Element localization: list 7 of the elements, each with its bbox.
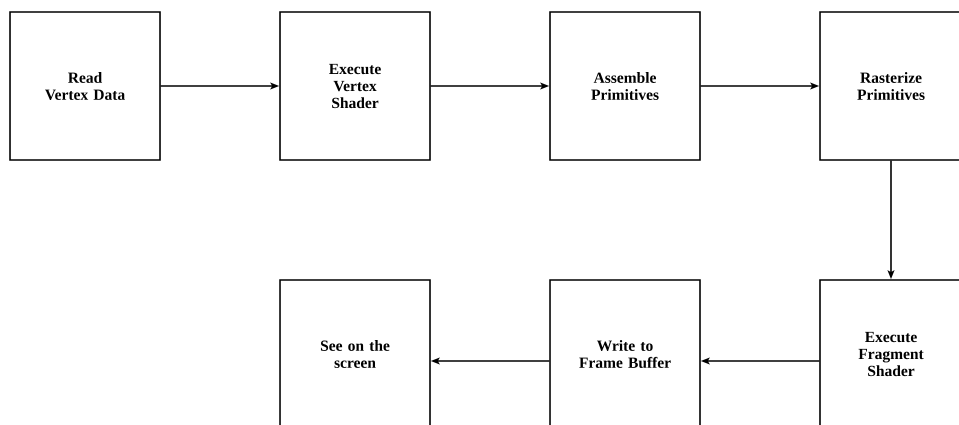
process-box: Write to Frame Buffer — [549, 279, 701, 425]
process-box: Assemble Primitives — [549, 11, 701, 161]
process-box: Execute Vertex Shader — [279, 11, 431, 161]
process-box: Read Vertex Data — [9, 11, 161, 161]
process-box: See on the screen — [279, 279, 431, 425]
process-box: Rasterize Primitives — [819, 11, 959, 161]
process-box: Execute Fragment Shader — [819, 279, 959, 425]
